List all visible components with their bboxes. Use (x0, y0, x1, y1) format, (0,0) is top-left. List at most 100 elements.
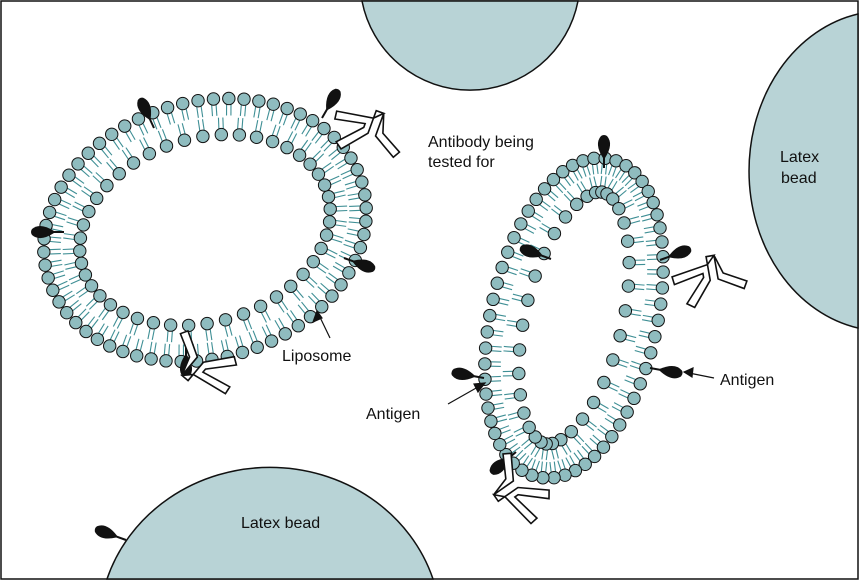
antigen-icon (649, 362, 684, 380)
lipid-head (160, 140, 172, 152)
lipid-tail (229, 324, 232, 336)
lipid-tail (588, 420, 597, 427)
lipid-tail (283, 114, 287, 125)
lipid-tail (491, 346, 502, 347)
lipid-tail (291, 118, 296, 129)
lipid-tail (110, 330, 115, 341)
latex-beads (107, 1, 858, 579)
lipid-tail (550, 190, 558, 197)
lipid-tail (608, 179, 614, 188)
lipid-tail (631, 361, 641, 365)
lipid-head (312, 168, 324, 180)
latex-bead-right-label-line1: Latex (780, 149, 819, 166)
lipid-head (515, 218, 527, 230)
lipid-head (487, 293, 499, 305)
lipid-tail (541, 462, 542, 473)
lipid-tail (348, 194, 360, 196)
lipid-tail (645, 300, 656, 301)
lipid-tail (531, 216, 540, 222)
lipid-tail (597, 407, 606, 413)
lipid-head (147, 317, 159, 329)
lipid-head (75, 257, 87, 269)
lipid-tail (201, 105, 203, 117)
lipid-tail (494, 319, 505, 321)
lipid-head (292, 320, 304, 332)
lipid-tail (507, 320, 518, 322)
lipid-tail (272, 125, 276, 136)
lipid-tail (512, 298, 523, 301)
lipid-tail (612, 406, 622, 411)
lipid-tail (508, 267, 518, 271)
lipid-head (480, 388, 492, 400)
lipid-tail (349, 218, 361, 219)
lipid-tail (63, 253, 75, 254)
lipid-head (647, 196, 659, 208)
lipid-head (315, 242, 327, 254)
lipid-head (576, 413, 588, 425)
lipid-tail (622, 200, 632, 205)
lipid-tail (255, 120, 257, 132)
lipid-tail (634, 284, 645, 285)
lipid-tail (542, 201, 551, 207)
lipid-tail (496, 419, 507, 422)
lipid-tail (513, 294, 524, 297)
lipid-tail (503, 435, 513, 440)
lipid-tail (345, 181, 356, 185)
lipid-tail (50, 260, 62, 262)
lipid-tail (628, 217, 639, 220)
lipid-tail (226, 339, 229, 351)
lipid-tail (221, 340, 224, 352)
lipid-tail (212, 104, 213, 116)
lipid-tail (598, 429, 607, 435)
lipid-tail (242, 118, 243, 130)
lipid-tail (347, 233, 359, 235)
lipid-head (91, 192, 103, 204)
lipid-tail (58, 285, 69, 290)
lipid-tail (50, 265, 62, 267)
lipid-head (160, 355, 172, 367)
lipid-tail (605, 177, 606, 188)
lipid-head (508, 231, 520, 243)
lipid-tail (328, 176, 339, 181)
lipid-tail (491, 395, 502, 396)
lipid-head (484, 309, 496, 321)
lipid-head (297, 268, 309, 280)
lipid-head (117, 306, 129, 318)
lipid-head (77, 219, 89, 231)
lipid-tail (330, 180, 341, 185)
lipid-tail (249, 332, 253, 343)
lipid-tail (600, 176, 601, 187)
lipid-tail (565, 443, 571, 452)
lipid-tail (542, 449, 543, 460)
lipid-head (587, 396, 599, 408)
lipid-tail (554, 462, 555, 473)
lipid-tail (172, 330, 173, 342)
lipid-tail (646, 245, 657, 246)
lipid-tail (295, 119, 300, 130)
lipid-head (491, 277, 503, 289)
lipid-head (131, 312, 143, 324)
lipid-tail (500, 430, 510, 434)
lipid-tail (644, 227, 655, 229)
lipid-tail (203, 119, 205, 131)
lipid-tail (334, 225, 346, 227)
lipid-tail (55, 212, 66, 216)
lipid-tail (171, 112, 175, 123)
lipid-head (83, 205, 95, 217)
lipid-tail (501, 287, 512, 290)
lipid-tail (609, 383, 619, 388)
lipid-tail (616, 169, 622, 178)
lipid-tail (535, 448, 541, 457)
lipid-tail (245, 104, 246, 116)
lipid-head (489, 427, 501, 439)
lipid-tail (207, 343, 209, 355)
lipid-head (63, 169, 75, 181)
lipid-tail (341, 170, 352, 175)
latex-bead-bottom-label: Latex bead (241, 515, 320, 532)
lipid-head (201, 317, 213, 329)
lipid-head (522, 294, 534, 306)
lipid-head (72, 158, 84, 170)
lipid-tail (198, 120, 200, 132)
lipid-tail (333, 266, 343, 272)
lipid-tail (162, 129, 166, 140)
